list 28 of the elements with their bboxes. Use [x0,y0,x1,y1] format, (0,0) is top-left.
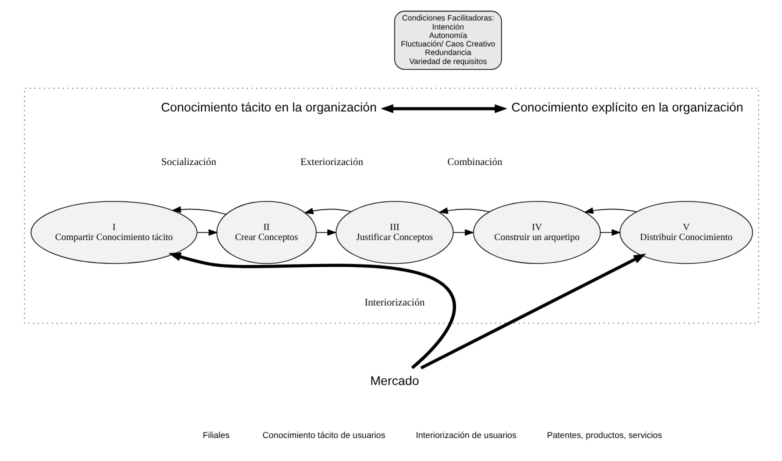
arrow [315,229,336,236]
label: Filiales [202,430,230,440]
arrow [196,229,218,236]
label: Combinación [446,156,502,168]
arrow [168,252,456,370]
node-text: Mercado [370,374,419,388]
label: Socialización [160,156,216,168]
arrow [452,229,474,236]
arrow [420,254,646,370]
label: Interiorización [364,297,424,308]
arrow [583,207,637,214]
arrow [303,208,351,214]
arrow [438,207,490,214]
label: Exteriorización [300,156,363,168]
node-text: Conocimiento explícito en la organización [510,100,743,115]
node-text: Conocimiento tácito en la organización [160,100,376,115]
node-ellipse: IV Construir un arquetipo [472,201,600,264]
label: Interiorización de usuarios [415,430,516,440]
label: Patentes, productos, servicios [546,430,662,440]
node-box: Condiciones Facilitadoras: Intención Autonomía Fluctuación/ Caos Creativo Redundancia Variedad de requisitos [394,10,502,70]
node-ellipse: II Crear Conceptos [216,201,316,264]
arrow [171,206,226,215]
label: Conocimiento tácito de usuarios [262,430,385,440]
cluster [24,88,758,324]
node-ellipse: III Justificar Conceptos [335,201,454,264]
arrow [600,229,621,236]
node-ellipse: I Compartir Conocimiento tácito [30,201,197,264]
arrow [380,104,507,114]
